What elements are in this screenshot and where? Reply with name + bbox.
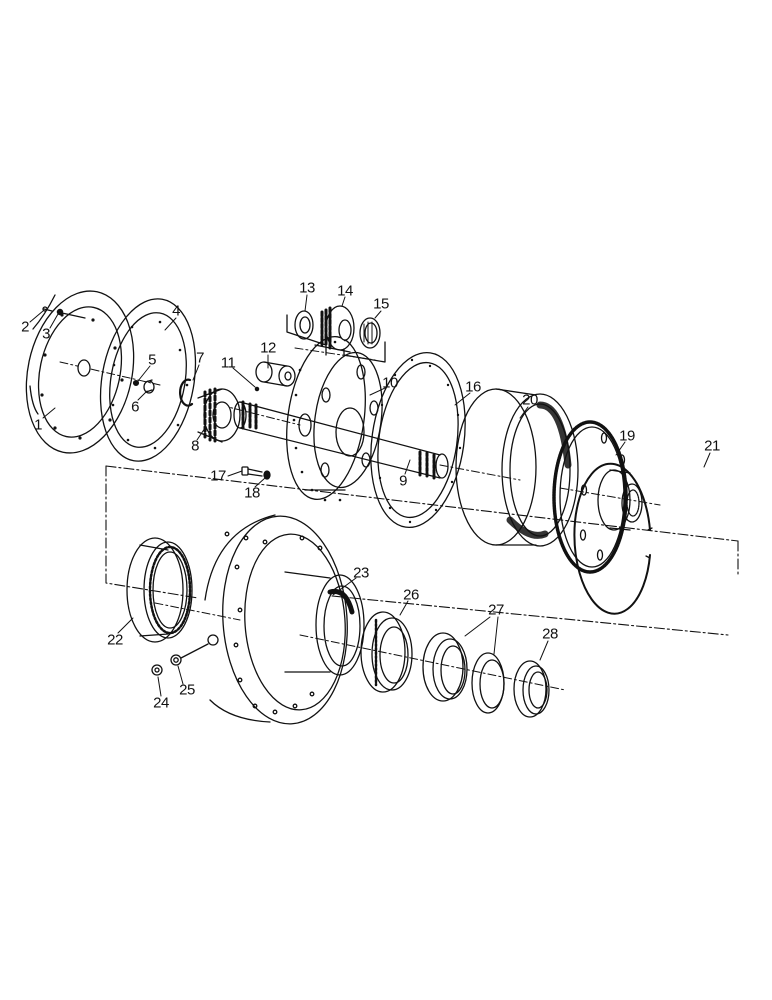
part-21-retaining-ring <box>573 462 653 615</box>
part-3-washer <box>56 308 86 319</box>
part-15-needle-bearing <box>359 317 381 349</box>
callout-26: 26 <box>403 586 419 604</box>
part-26-taper-bearing <box>360 611 413 693</box>
part-2-screw <box>42 306 53 312</box>
part-1-end-cover <box>25 290 135 454</box>
part-23-hub-housing <box>204 514 365 725</box>
subassembly-boundary <box>105 465 739 636</box>
callout-25: 25 <box>179 681 195 699</box>
part-4-gasket <box>99 298 197 462</box>
callout-23: 23 <box>353 564 369 582</box>
part-7-snap-ring <box>179 378 194 407</box>
part-17-bolt <box>241 466 263 477</box>
part-6-plug <box>143 379 155 394</box>
part-22-roller-bearing <box>126 537 193 643</box>
callout-3: 3 <box>42 325 50 343</box>
part-27-seal-set <box>422 632 505 714</box>
callout-18: 18 <box>244 484 260 502</box>
leader-lines <box>29 294 711 697</box>
callout-4: 4 <box>172 302 180 320</box>
callout-20: 20 <box>522 391 538 409</box>
part-10-planet-carrier <box>286 335 383 502</box>
callout-17: 17 <box>210 467 226 485</box>
part-11-pin <box>254 386 260 392</box>
callout-9: 9 <box>399 472 407 490</box>
callout-12: 12 <box>260 339 276 357</box>
callout-2: 2 <box>21 318 29 336</box>
callout-8: 8 <box>191 437 199 455</box>
callout-5: 5 <box>148 351 156 369</box>
callout-6: 6 <box>131 398 139 416</box>
callout-27: 27 <box>488 601 504 619</box>
part-20-ring-gear <box>455 388 579 547</box>
part-19-gear-hub <box>552 420 643 574</box>
part-28-shaft-seal <box>513 660 550 718</box>
callout-21: 21 <box>704 437 720 455</box>
part-18-lock-washer <box>263 470 271 480</box>
callout-24: 24 <box>153 694 169 712</box>
callout-19: 19 <box>619 427 635 445</box>
callout-28: 28 <box>542 625 558 643</box>
callout-16: 16 <box>465 378 481 396</box>
part-16-gasket <box>370 351 466 529</box>
part-8-sun-gear <box>197 387 241 443</box>
callout-10: 10 <box>382 374 398 392</box>
part-12-planet-shaft <box>255 361 296 387</box>
callout-13: 13 <box>299 279 315 297</box>
part-5-o-ring <box>132 379 140 387</box>
callout-7: 7 <box>196 349 204 367</box>
callout-22: 22 <box>107 631 123 649</box>
callout-15: 15 <box>373 295 389 313</box>
callout-11: 11 <box>220 354 236 372</box>
part-25-seal-washer <box>170 643 209 666</box>
part-24-drain-plug <box>151 664 163 676</box>
part-13-thrust-washer <box>294 310 314 340</box>
callout-14: 14 <box>337 282 353 300</box>
callout-1: 1 <box>34 416 42 434</box>
axis-centerline <box>59 347 661 691</box>
part-14-planet-gear <box>320 305 355 351</box>
